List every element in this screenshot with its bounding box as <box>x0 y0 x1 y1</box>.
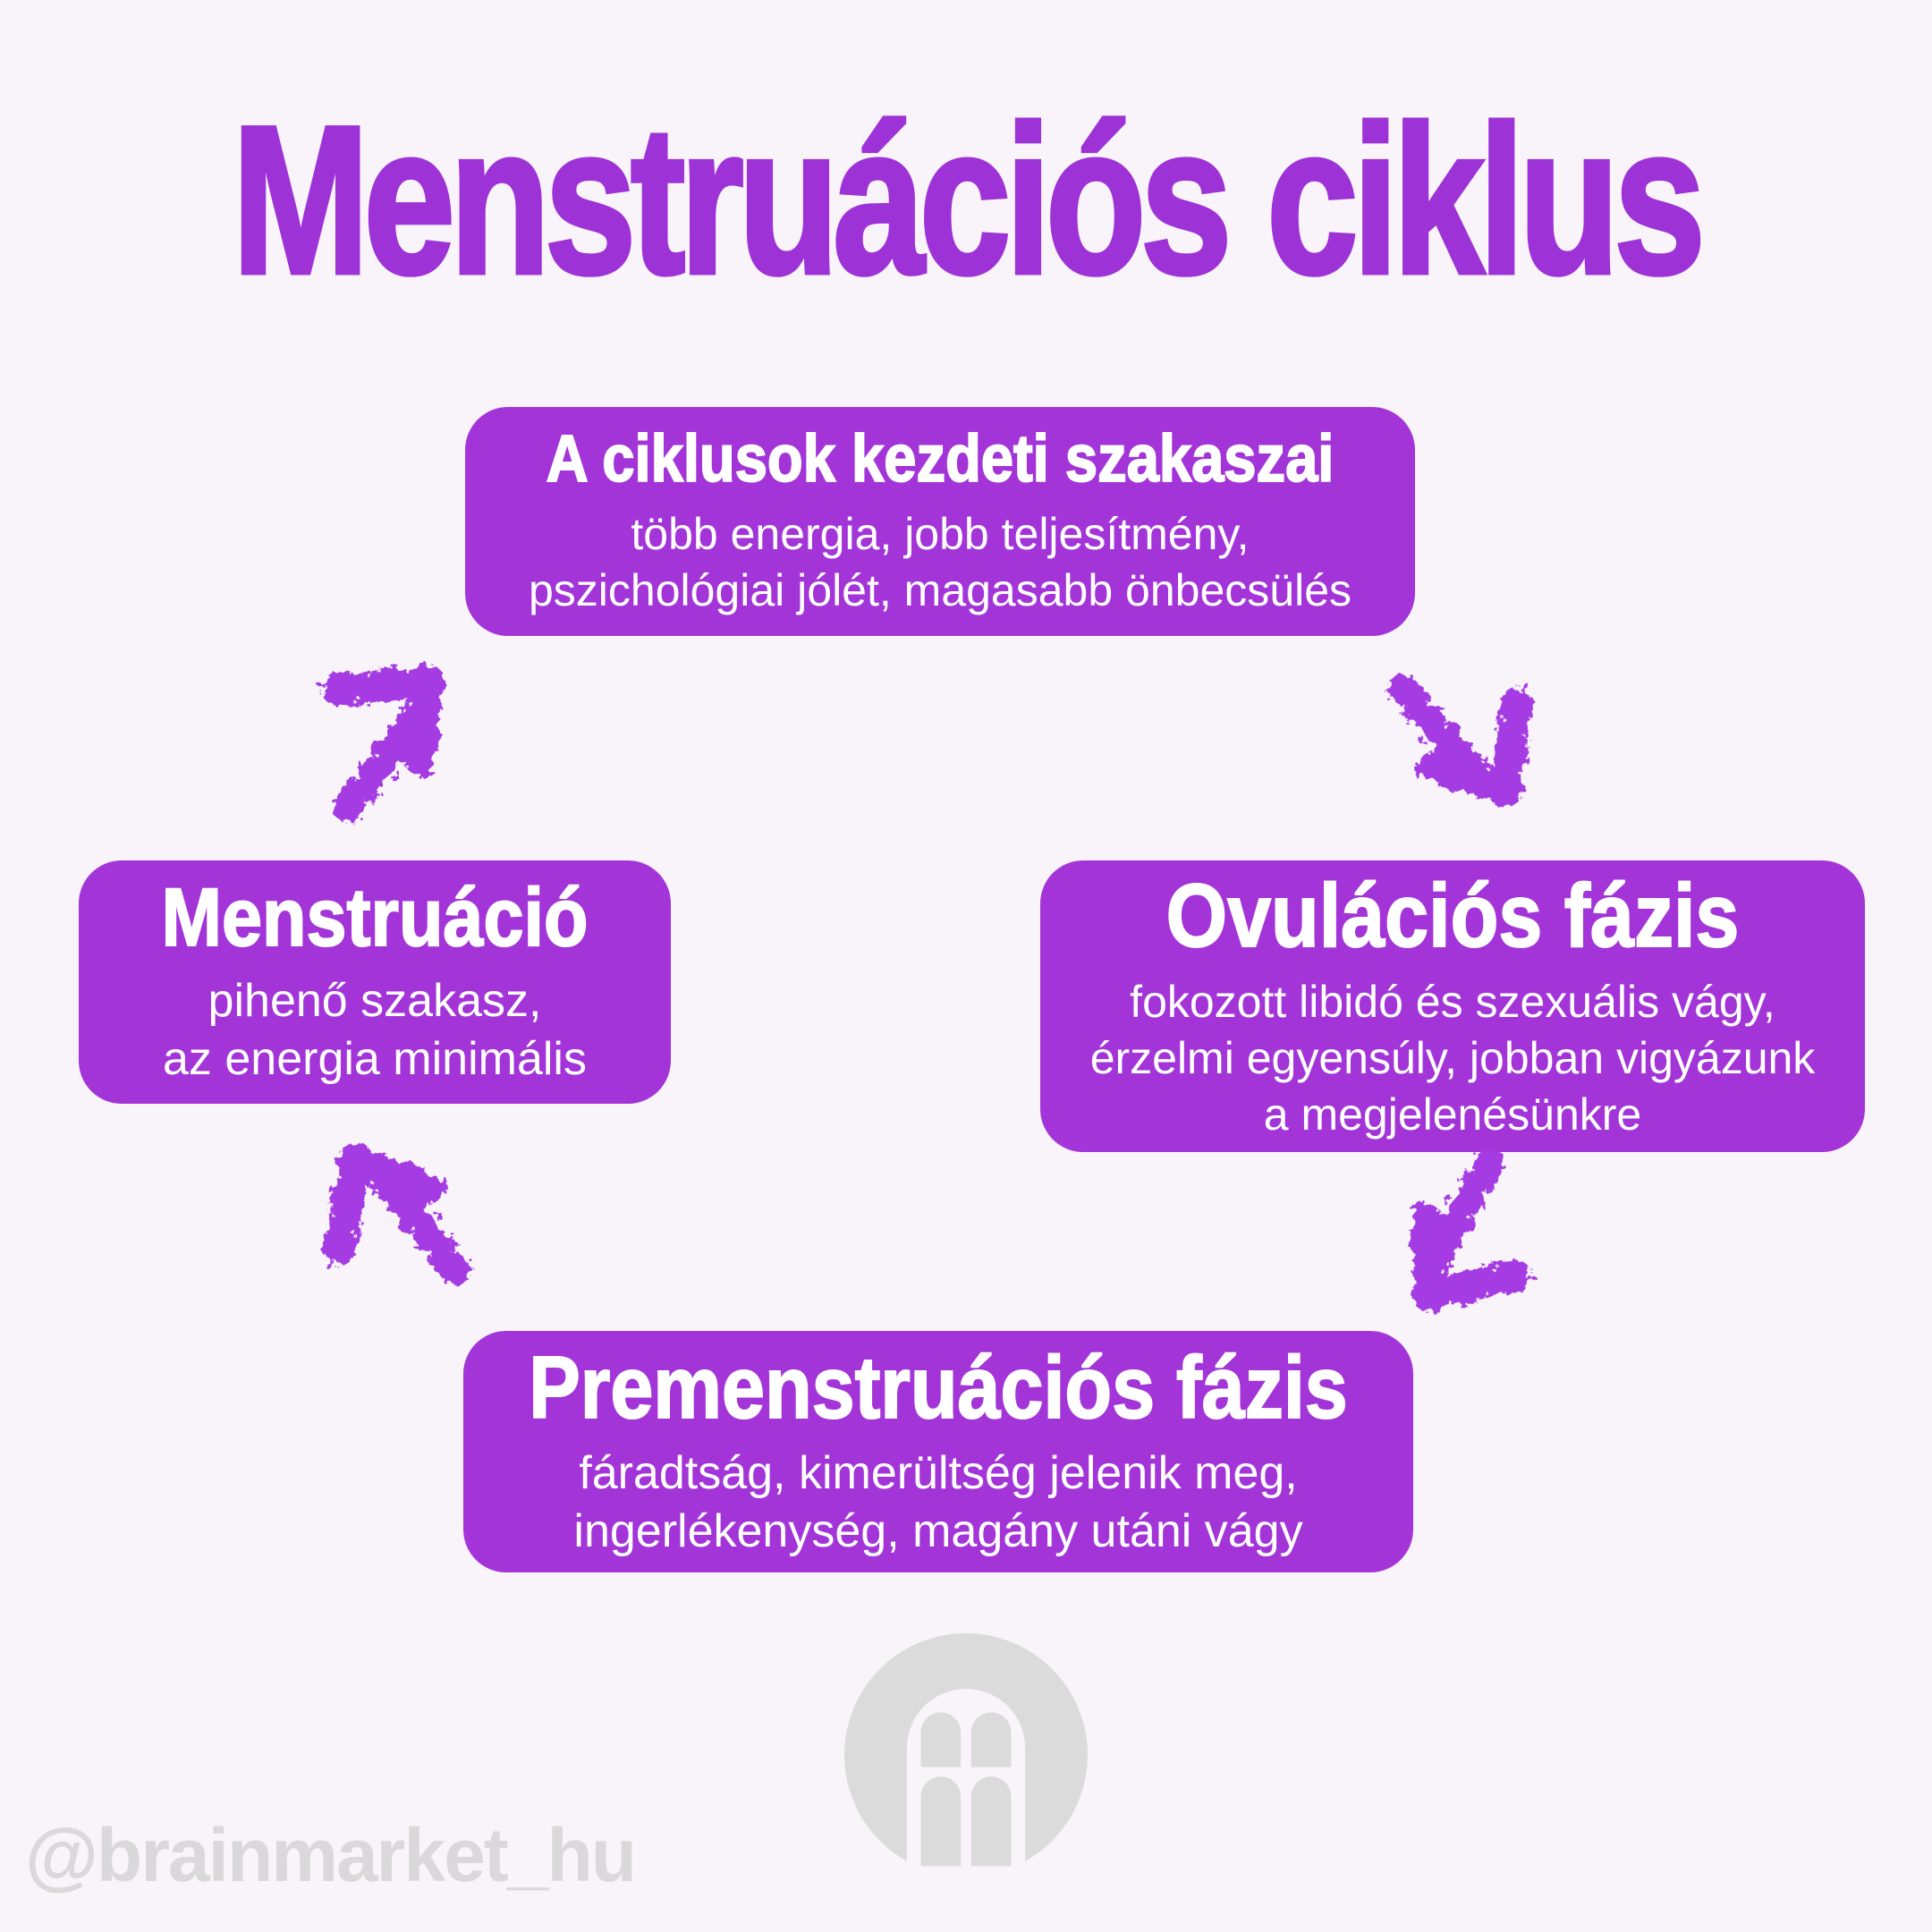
phase-description-line: érzelmi egyensúly, jobban vigyázunk <box>1089 1033 1816 1083</box>
phase-description-line: fáradtság, kimerültség jelenik meg, <box>579 1446 1298 1499</box>
phase-description-line: fokozott libidó és szexuális vágy, <box>1130 977 1775 1027</box>
phase-heading: Menstruáció <box>161 872 589 964</box>
arrow-up-left-icon <box>295 1116 506 1310</box>
phase-heading: A ciklusok kezdeti szakaszai <box>546 421 1335 496</box>
arrow-up-right-icon <box>311 651 465 828</box>
page-title: Menstruációs ciklus <box>231 80 1707 321</box>
brainmarket-logo-icon <box>844 1633 1088 1877</box>
phase-description-line: pszichológiai jólét, magasabb önbecsülés <box>528 564 1352 615</box>
phase-heading: Premenstruációs fázis <box>528 1338 1348 1437</box>
phase-box-ovulation: Ovulációs fázis fokozott libidó és szexu… <box>1040 860 1865 1152</box>
phase-box-menstruation: Menstruáció pihenő szakasz, az energia m… <box>79 860 671 1104</box>
phase-heading: Ovulációs fázis <box>1165 866 1740 966</box>
phase-description-line: az energia minimális <box>163 1033 587 1086</box>
phase-description-line: pihenő szakasz, <box>208 974 542 1027</box>
arrow-down-left-icon <box>1373 1137 1546 1330</box>
phase-box-cycle-start: A ciklusok kezdeti szakaszai több energi… <box>465 407 1415 636</box>
phase-box-premenstrual: Premenstruációs fázis fáradtság, kimerül… <box>463 1331 1413 1572</box>
arrow-down-right-icon <box>1359 648 1559 834</box>
phase-description-line: ingerlékenység, magány utáni vágy <box>573 1505 1303 1558</box>
watermark-handle: @brainmarket_hu <box>25 1813 637 1897</box>
phase-description-line: a megjelenésünkre <box>1263 1089 1642 1140</box>
phase-description-line: több energia, jobb teljesítmény, <box>631 508 1250 559</box>
